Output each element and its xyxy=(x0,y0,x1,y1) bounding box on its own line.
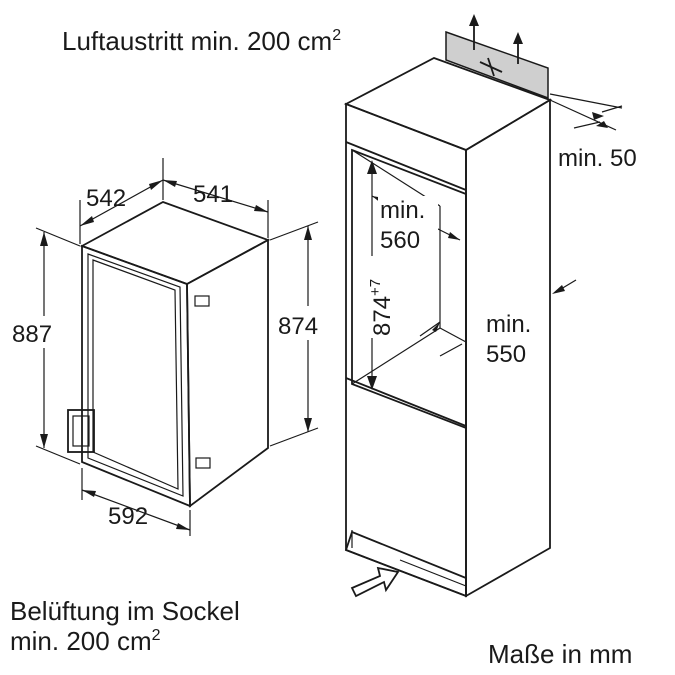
ventilation-label-line1: Belüftung im Sockel xyxy=(10,596,240,626)
dimension-887: 887 xyxy=(10,227,81,465)
dimension-541: 541 xyxy=(162,179,269,238)
plinth-airflow-arrow xyxy=(350,566,400,598)
vent-grille xyxy=(445,30,549,100)
label-niche-depth-value: 560 xyxy=(380,227,420,254)
appliance-top xyxy=(79,201,271,285)
vent-grille-panel xyxy=(445,30,549,100)
lower-cabinet-top xyxy=(345,377,467,427)
door-frame-inner xyxy=(92,259,179,490)
units-label: Maße in mm xyxy=(488,639,632,669)
label-niche-width-min: min. xyxy=(486,311,531,338)
door-handle-inner xyxy=(72,415,90,447)
label-887: 887 xyxy=(12,321,52,348)
dimension-542: 542 xyxy=(79,158,164,244)
dimension-592: 592 xyxy=(81,468,191,536)
side-arrow xyxy=(552,279,577,294)
air-outlet-label: Luftaustritt min. 200 cm2 xyxy=(62,26,341,56)
cabinet-drawing xyxy=(343,57,553,598)
upper-panel-line xyxy=(345,141,467,191)
dimension-niche-width: min. 550 xyxy=(419,311,531,368)
dimension-niche-depth: min. 560 xyxy=(371,195,461,254)
fan-icon xyxy=(479,57,503,77)
appliance-door xyxy=(81,244,191,508)
dimension-min-50: min. 50 xyxy=(549,93,637,172)
upper-hinge xyxy=(194,295,210,307)
label-541: 541 xyxy=(193,181,233,208)
airflow-in-arrow xyxy=(350,566,400,598)
lower-hinge xyxy=(195,457,211,469)
label-niche-width-value: 550 xyxy=(486,341,526,368)
plinth xyxy=(344,530,467,598)
label-542: 542 xyxy=(86,185,126,212)
label-min-50: min. 50 xyxy=(558,145,637,172)
label-592: 592 xyxy=(108,503,148,530)
label-niche-depth-min: min. xyxy=(380,197,425,224)
dimension-niche-height: 874+7 xyxy=(362,160,396,390)
airflow-out-arrows xyxy=(469,14,523,64)
appliance-side xyxy=(186,238,269,508)
niche-opening xyxy=(351,148,467,430)
dimension-874: 874 xyxy=(269,221,332,447)
ventilation-label-line2: min. 200 cm2 xyxy=(10,626,161,656)
door-frame xyxy=(87,253,184,497)
door-handle xyxy=(67,409,95,453)
label-874: 874 xyxy=(278,313,318,340)
appliance-drawing xyxy=(67,201,271,508)
label-niche-height: 874+7 xyxy=(367,279,396,336)
